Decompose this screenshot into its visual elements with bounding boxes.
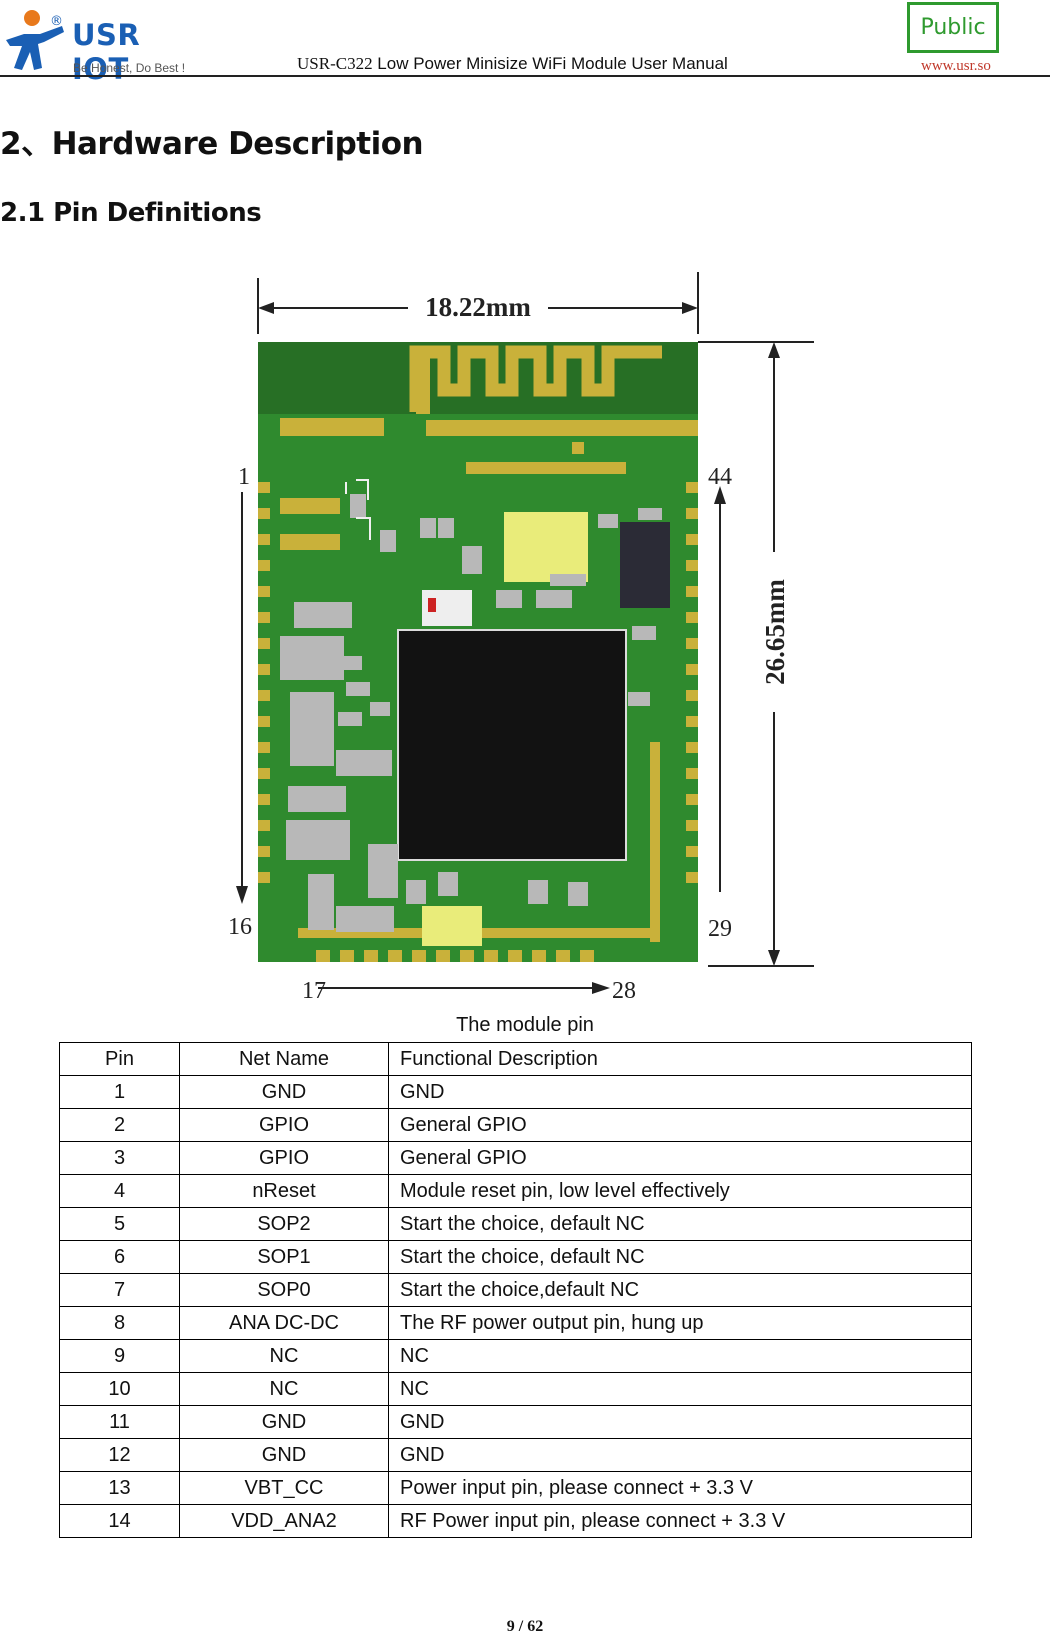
crystal-pad bbox=[504, 512, 588, 582]
website-link[interactable]: www.usr.so bbox=[921, 58, 991, 74]
public-badge: Public bbox=[907, 2, 999, 53]
pin-cell: 4 bbox=[59, 1174, 180, 1208]
net-name-cell: GPIO bbox=[179, 1141, 389, 1175]
net-name-cell: SOP2 bbox=[179, 1207, 389, 1241]
registered-mark: ® bbox=[50, 14, 63, 29]
module-diagram: 18.22mm 26.65mm 1 16 17 28 44 29 bbox=[228, 272, 814, 1004]
title-text: Low Power Minisize WiFi Module User Manu… bbox=[372, 54, 728, 73]
net-name-cell: GND bbox=[179, 1438, 389, 1472]
page-number: 9 / 62 bbox=[506, 1618, 544, 1635]
pin-cell: 11 bbox=[59, 1405, 180, 1439]
pin-label-16: 16 bbox=[228, 914, 252, 940]
net-name-cell: nReset bbox=[179, 1174, 389, 1208]
pin-label-1: 1 bbox=[238, 464, 250, 490]
header-net-name: Net Name bbox=[179, 1042, 389, 1076]
description-cell: NC bbox=[388, 1339, 972, 1373]
net-name-cell: GPIO bbox=[179, 1108, 389, 1142]
net-name-cell: GND bbox=[179, 1075, 389, 1109]
table-header-row: Pin Net Name Functional Description bbox=[59, 1042, 972, 1076]
net-name-cell: SOP0 bbox=[179, 1273, 389, 1307]
description-cell: NC bbox=[388, 1372, 972, 1406]
description-cell: Module reset pin, low level effectively bbox=[388, 1174, 972, 1208]
net-name-cell: VBT_CC bbox=[179, 1471, 389, 1505]
antenna-trace bbox=[409, 345, 662, 412]
pin-label-28: 28 bbox=[612, 978, 636, 1004]
pin-label-17: 17 bbox=[302, 978, 326, 1004]
page-header: ® USR IOT Be Honest, Do Best ! USR-C322 … bbox=[0, 0, 1050, 86]
section-title: 2、Hardware Description bbox=[0, 126, 424, 162]
right-pads bbox=[686, 482, 698, 883]
pin-cell: 13 bbox=[59, 1471, 180, 1505]
description-cell: General GPIO bbox=[388, 1108, 972, 1142]
net-name-cell: ANA DC-DC bbox=[179, 1306, 389, 1340]
subsection-title: 2.1 Pin Definitions bbox=[0, 198, 262, 228]
person-logo-icon bbox=[6, 10, 64, 70]
brand-slogan: Be Honest, Do Best ! bbox=[73, 61, 186, 75]
height-dimension-label: 26.65mm bbox=[760, 579, 790, 685]
net-name-cell: NC bbox=[179, 1339, 389, 1373]
description-cell: Start the choice, default NC bbox=[388, 1240, 972, 1274]
pin-cell: 7 bbox=[59, 1273, 180, 1307]
module-pin-figure: 18.22mm 26.65mm 1 16 17 28 44 29 bbox=[218, 272, 818, 1010]
pin-cell: 3 bbox=[59, 1141, 180, 1175]
pin-cell: 5 bbox=[59, 1207, 180, 1241]
left-pads bbox=[258, 482, 270, 883]
header-pin: Pin bbox=[59, 1042, 180, 1076]
description-cell: GND bbox=[388, 1405, 972, 1439]
pin-cell: 6 bbox=[59, 1240, 180, 1274]
pin-label-44: 44 bbox=[708, 464, 732, 490]
net-name-cell: NC bbox=[179, 1372, 389, 1406]
net-name-cell: SOP1 bbox=[179, 1240, 389, 1274]
bottom-pads bbox=[316, 950, 594, 962]
brand-name: USR IOT bbox=[72, 18, 141, 86]
document-title: USR-C322 Low Power Minisize WiFi Module … bbox=[297, 54, 728, 74]
pin-cell: 10 bbox=[59, 1372, 180, 1406]
description-cell: Power input pin, please connect + 3.3 V bbox=[388, 1471, 972, 1505]
header-functional-description: Functional Description bbox=[388, 1042, 972, 1076]
description-cell: General GPIO bbox=[388, 1141, 972, 1175]
pin-cell: 14 bbox=[59, 1504, 180, 1538]
net-name-cell: VDD_ANA2 bbox=[179, 1504, 389, 1538]
description-cell: GND bbox=[388, 1075, 972, 1109]
pin-label-29: 29 bbox=[708, 916, 732, 942]
description-cell: Start the choice, default NC bbox=[388, 1207, 972, 1241]
pin-cell: 1 bbox=[59, 1075, 180, 1109]
pin-cell: 12 bbox=[59, 1438, 180, 1472]
width-dimension-label: 18.22mm bbox=[425, 292, 531, 322]
main-chip bbox=[397, 629, 627, 861]
description-cell: Start the choice,default NC bbox=[388, 1273, 972, 1307]
pin-cell: 8 bbox=[59, 1306, 180, 1340]
model-number: USR-C322 bbox=[297, 54, 373, 73]
net-name-cell: GND bbox=[179, 1405, 389, 1439]
pin-cell: 9 bbox=[59, 1339, 180, 1373]
description-cell: The RF power output pin, hung up bbox=[388, 1306, 972, 1340]
pin-cell: 2 bbox=[59, 1108, 180, 1142]
usr-iot-logo: ® USR IOT Be Honest, Do Best ! bbox=[4, 8, 204, 86]
description-cell: GND bbox=[388, 1438, 972, 1472]
description-cell: RF Power input pin, please connect + 3.3… bbox=[388, 1504, 972, 1538]
header-divider bbox=[0, 75, 1050, 77]
figure-caption: The module pin bbox=[456, 1014, 594, 1036]
